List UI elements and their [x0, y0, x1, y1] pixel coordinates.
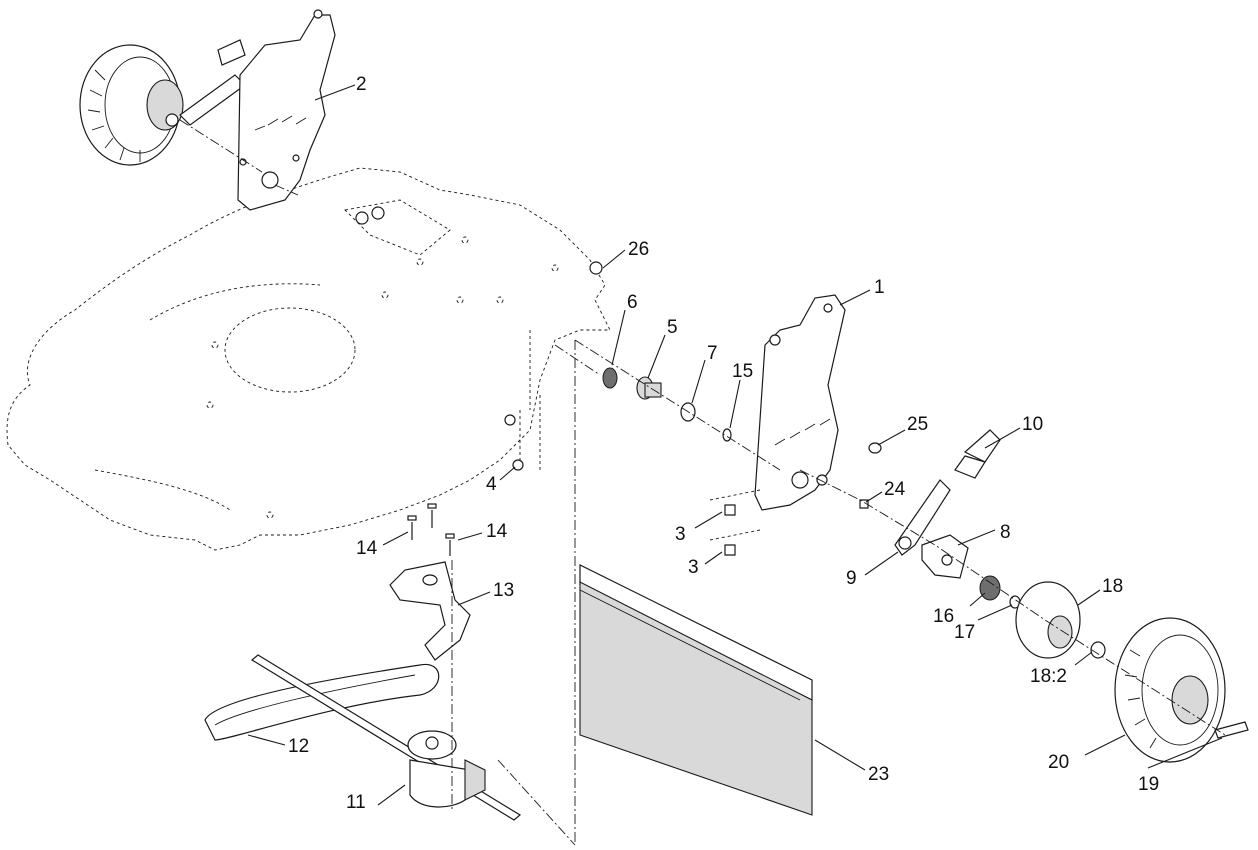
- rear-flap: [579, 564, 813, 816]
- callout-4: 4: [486, 474, 497, 495]
- callout-23: 23: [868, 764, 889, 785]
- rear-wheel: [1114, 617, 1249, 763]
- callout-9: 9: [846, 568, 857, 589]
- belt-cover: [389, 503, 471, 661]
- callout-11: 11: [346, 792, 366, 813]
- height-adjust-lever: [894, 429, 1001, 556]
- callout-20: 20: [1048, 752, 1069, 773]
- callout-12: 12: [288, 736, 309, 757]
- drive-hub: [1015, 581, 1106, 659]
- callout-14a: 14: [356, 538, 378, 559]
- wheel-drive-bracket: [921, 534, 1021, 609]
- callout-26: 26: [628, 239, 649, 260]
- height-adjust-bracket-right: [754, 294, 846, 511]
- leader-lines: [247, 84, 1223, 806]
- callout-6: 6: [627, 292, 638, 313]
- callout-2: 2: [356, 74, 367, 95]
- callout-3a: 3: [675, 524, 686, 545]
- callout-18: 18: [1102, 576, 1123, 597]
- callout-labels: 2 1 26 6 5 7 15 25 10 24 3 3 4 8 9 16 17…: [288, 74, 1159, 813]
- callout-14b: 14: [486, 521, 508, 542]
- callout-10: 10: [1022, 414, 1043, 435]
- callout-7: 7: [707, 343, 718, 364]
- callout-18-2: 18:2: [1030, 666, 1067, 687]
- front-left-wheel: [79, 39, 246, 166]
- callout-16: 16: [933, 606, 954, 627]
- mower-deck: [6, 167, 611, 551]
- callout-25: 25: [907, 414, 928, 435]
- callout-24: 24: [884, 479, 906, 500]
- callout-15: 15: [732, 361, 753, 382]
- callout-1: 1: [874, 277, 885, 298]
- bolts-and-nuts: [709, 442, 882, 556]
- callout-19: 19: [1138, 774, 1159, 795]
- callout-17: 17: [954, 622, 975, 643]
- callout-5: 5: [667, 317, 678, 338]
- transmission: [407, 730, 486, 808]
- deck-fasteners: [355, 206, 603, 471]
- callout-3b: 3: [688, 557, 699, 578]
- callout-13: 13: [493, 580, 514, 601]
- callout-8: 8: [1000, 522, 1011, 543]
- axle-bushing-stack: [554, 339, 781, 471]
- height-adjust-bracket-left: [237, 9, 336, 211]
